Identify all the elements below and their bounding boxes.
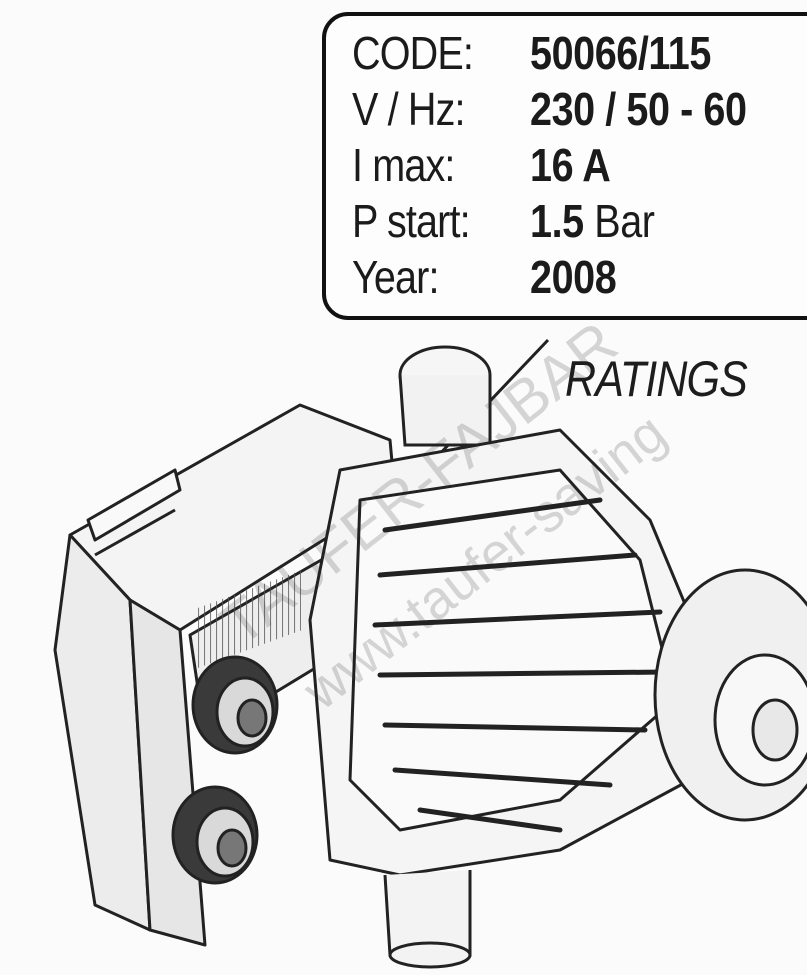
- pump-housing: [308, 428, 702, 877]
- rating-key: V / Hz:: [352, 83, 466, 135]
- ratings-caption: RATINGS: [565, 351, 748, 407]
- pump-fins: [372, 497, 668, 833]
- rating-key: P start:: [352, 195, 471, 247]
- rating-key: Year:: [352, 251, 439, 303]
- cable-gland-lower: [171, 785, 259, 885]
- rating-key: CODE:: [352, 27, 474, 79]
- rating-key: I max:: [352, 139, 455, 191]
- rating-value: 2008: [530, 251, 617, 303]
- cable-gland-upper: [191, 655, 279, 755]
- pump-inlet: [398, 345, 492, 447]
- rating-value: 230 / 50 - 60: [530, 83, 747, 135]
- pump-outlet: [383, 870, 472, 969]
- motor-end-cap: [653, 568, 807, 822]
- ratings-label-box: [322, 12, 807, 320]
- rating-value: 50066/115: [530, 27, 711, 79]
- rating-plate: [196, 570, 301, 669]
- rating-value: 1.5 Bar: [530, 195, 655, 247]
- rating-value: 16 A: [530, 139, 611, 191]
